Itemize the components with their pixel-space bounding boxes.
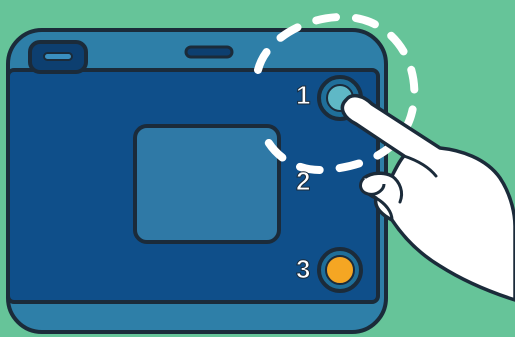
button-3-number: 3	[296, 254, 310, 284]
button-3-cap	[326, 256, 354, 284]
button-2-number: 2	[296, 166, 310, 196]
speaker-slot-icon	[186, 47, 232, 57]
button-3[interactable]	[319, 249, 361, 291]
button-1-number: 1	[296, 80, 310, 110]
device-screen	[135, 126, 279, 242]
charging-port-icon	[30, 42, 86, 72]
